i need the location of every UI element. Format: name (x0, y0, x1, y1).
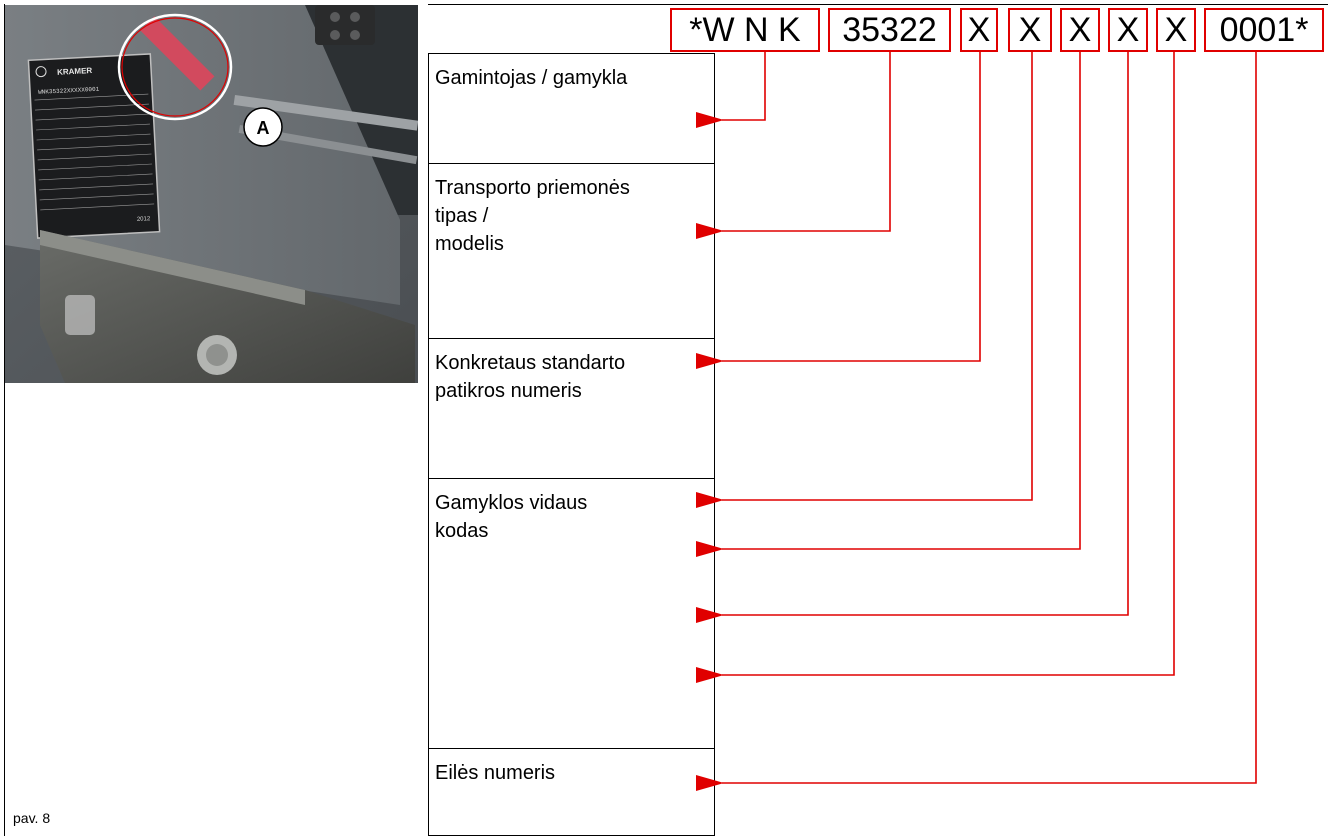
connector-serial (696, 52, 1257, 791)
vin-label-table: Gamintojas / gamykla Transporto priemonė… (428, 53, 715, 836)
hydraulic-pipe (233, 95, 418, 131)
row-label: Konkretaus standarto patikros numeris (435, 352, 626, 402)
table-row-internal-code: Gamyklos vidaus kodas (429, 479, 714, 749)
table-row-standard-check: Konkretaus standarto patikros numeris (429, 339, 714, 479)
sticker-label (140, 16, 215, 91)
row-label: Gamyklos vidaus kodas (435, 492, 588, 542)
kramer-logo-icon (35, 66, 47, 78)
figure-caption: pav. 8 (13, 810, 51, 826)
highlight-ellipse (117, 13, 233, 121)
mounting-bracket (40, 230, 415, 383)
vin-segment-code-3: X (1108, 8, 1148, 52)
vin-segment-code-4: X (1156, 8, 1196, 52)
callout-letter: A (257, 118, 270, 138)
connector-code-2 (696, 52, 1081, 557)
type-plate: KRAMER WNK35322XXXXX0001 2012 (27, 53, 161, 239)
table-row-manufacturer: Gamintojas / gamykla (429, 54, 714, 164)
vin-segment-code-2: X (1060, 8, 1100, 52)
plate-brand: KRAMER (57, 66, 93, 77)
plate-year: 2012 (137, 216, 151, 223)
machine-photo: KRAMER WNK35322XXXXX0001 2012 A (5, 5, 418, 383)
connector-code-1 (696, 52, 1033, 508)
callout-circle (243, 107, 283, 147)
top-frame-line (428, 4, 1328, 5)
vin-segment-manufacturer: *W N K (670, 8, 820, 52)
connector-model (696, 52, 891, 239)
table-row-serial-number: Eilės numeris (429, 749, 714, 835)
connector-manufacturer (696, 52, 766, 128)
connector-check (696, 52, 981, 369)
hydraulic-pipe (238, 124, 418, 165)
plate-vin: WNK35322XXXXX0001 (38, 86, 100, 96)
row-label: Eilės numeris (435, 762, 556, 784)
vin-segment-model: 35322 (828, 8, 951, 52)
left-frame-line (4, 4, 5, 836)
connector-code-3 (696, 52, 1129, 623)
row-label: Gamintojas / gamykla (435, 67, 628, 89)
vin-segment-code-1: X (1008, 8, 1052, 52)
vin-segment-check: X (960, 8, 998, 52)
row-label: Transporto priemonės tipas / modelis (435, 177, 630, 255)
vin-segment-serial: 0001* (1204, 8, 1324, 52)
connector-code-4 (696, 52, 1175, 683)
table-row-vehicle-type: Transporto priemonės tipas / modelis (429, 164, 714, 339)
